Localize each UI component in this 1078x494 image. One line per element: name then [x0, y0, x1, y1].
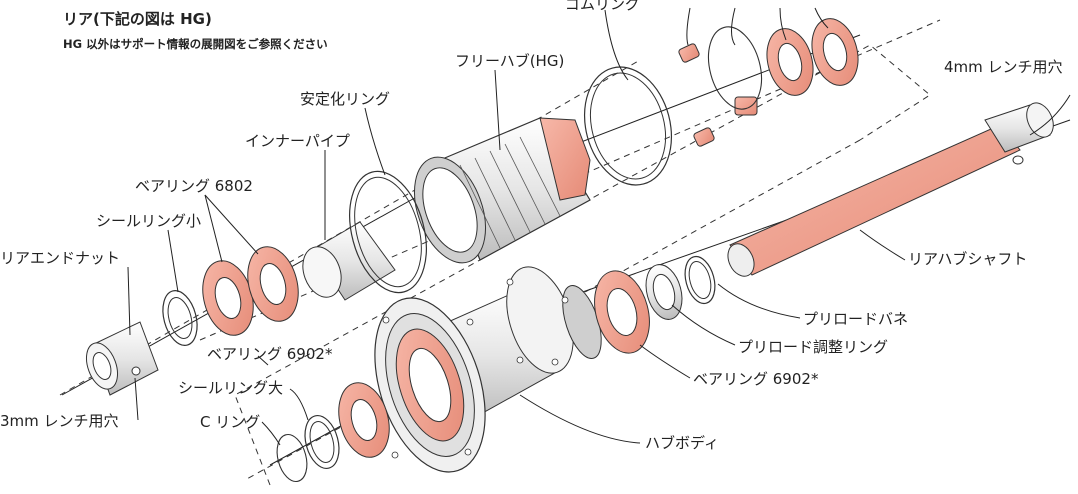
label-seal-ring-large: シールリング大: [178, 379, 284, 397]
label-c-ring: C リング: [200, 413, 261, 431]
label-gom-ring: ゴムリング: [565, 0, 641, 13]
seal-ring-small: [162, 290, 198, 346]
label-inner-pipe: インナーパイプ: [245, 132, 350, 150]
rear-hub-shaft: [727, 102, 1054, 277]
bearing-6902-right: [594, 270, 650, 354]
left-lower-parts: [276, 382, 390, 483]
page-subtitle: HG 以外はサポート情報の展開図をご参照ください: [63, 37, 328, 51]
label-bearing-6902-right: ベアリング 6902*: [693, 370, 819, 388]
preload-parts: [645, 255, 716, 320]
leader-lines: [127, 7, 1071, 446]
label-rear-hub-shaft: リアハブシャフト: [908, 250, 1028, 268]
label-preload-adjust-ring: プリロード調整リング: [738, 338, 889, 356]
label-stabilizer-ring: 安定化リング: [300, 90, 391, 108]
label-preload-spring: プリロードバネ: [803, 310, 909, 328]
label-bearing-6802: ベアリング 6802: [135, 177, 253, 195]
label-hub-body: ハブボディ: [645, 434, 719, 452]
label-hole-3mm: 3mm レンチ用穴: [0, 412, 119, 430]
bearings-6802: [202, 246, 299, 336]
label-freehub: フリーハブ(HG): [455, 52, 565, 70]
gom-ring: [583, 66, 673, 186]
label-seal-ring-small: シールリング小: [96, 212, 202, 230]
hub-body: [374, 266, 602, 473]
page-title: リア(下記の図は HG): [63, 10, 212, 28]
freehub-bearings: [766, 18, 859, 96]
pawls: [678, 43, 758, 147]
freehub: [414, 117, 591, 264]
stabilizer-ring: [349, 170, 427, 294]
label-rear-end-nut: リアエンドナット: [0, 249, 121, 267]
guide-lines: [59, 19, 941, 486]
label-hole-4mm: 4mm レンチ用穴: [944, 58, 1063, 76]
rear-end-nut: [85, 321, 159, 396]
spring-ring: [707, 26, 763, 110]
inner-pipe: [302, 221, 396, 301]
label-bearing-6902-left: ベアリング 6902*: [207, 345, 333, 363]
